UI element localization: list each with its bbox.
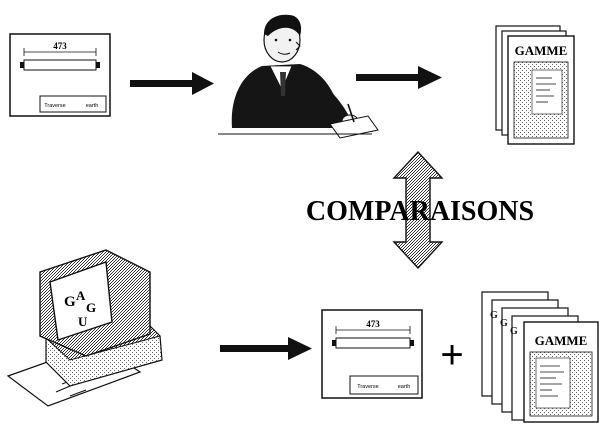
double-arrow-icon [392, 150, 444, 270]
screen-letter-g1: G [64, 294, 76, 310]
drawing-top-dimension: 473 [53, 41, 67, 51]
gamme-top: GAMME [495, 25, 575, 145]
svg-text:G: G [490, 310, 498, 321]
screen-letter-g2: G [86, 300, 96, 315]
drawing-top-title-left: Traverse [44, 103, 66, 109]
drawing-bottom-title-right: earth [398, 384, 411, 390]
plus-icon: + [440, 333, 463, 377]
drawing-bottom-dimension: 473 [366, 319, 380, 329]
technician-writing-icon [218, 14, 379, 139]
comparison-label: COMPARAISONS [306, 196, 534, 227]
svg-text:G: G [500, 318, 508, 329]
arrow-right-icon [220, 337, 312, 360]
arrow-right-icon [130, 72, 214, 95]
gamme-bottom-title: GAMME [535, 333, 588, 348]
gamme-top-title: GAMME [515, 43, 568, 58]
svg-text:G: G [510, 326, 518, 337]
drawing-top: 473 Traverse earth [9, 33, 111, 117]
arrow-right-icon [356, 66, 442, 89]
drawing-bottom-title-left: Traverse [357, 384, 379, 390]
drawing-top-title-right: earth [86, 103, 99, 109]
gamme-bottom: GAMME G G G [481, 291, 599, 423]
screen-letter-u: U [78, 314, 88, 329]
drawing-bottom: 473 Traverse earth [321, 309, 423, 399]
screen-letter-a: A [76, 288, 86, 303]
computer-icon: G A G U [6, 249, 163, 407]
